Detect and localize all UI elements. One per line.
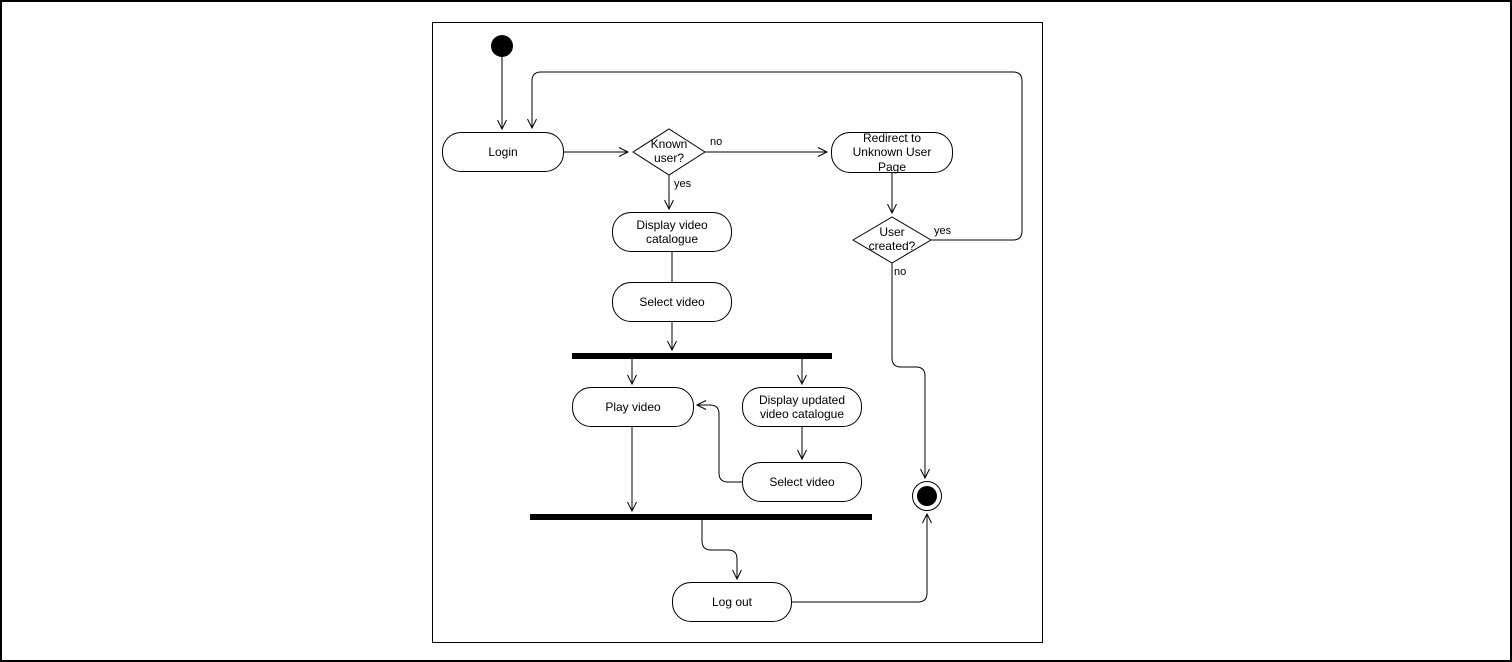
activity-display-video-catalogue: Display video catalogue	[612, 212, 732, 252]
activity-redirect-label: Redirect to Unknown User Page	[852, 131, 932, 174]
activity-display-catalogue-label: Display video catalogue	[636, 217, 708, 246]
initial-node	[491, 35, 513, 57]
decision-known-user	[632, 128, 706, 176]
activity-select-video-1-label: Select video	[639, 294, 705, 309]
activity-select-video-2-label: Select video	[769, 474, 835, 489]
activity-log-out-label: Log out	[711, 594, 753, 609]
activity-login-label: Login	[488, 144, 518, 159]
fork-bar	[572, 353, 832, 359]
decision-user-created	[852, 216, 932, 264]
join-bar	[530, 514, 872, 520]
activity-select-video-2: Select video	[742, 462, 862, 502]
edge-user-created-yes-to-login	[527, 71, 1023, 241]
activity-login: Login	[442, 132, 564, 172]
final-node	[917, 486, 937, 506]
activity-play-video-label: Play video	[605, 399, 661, 414]
guard-known-user-no: no	[710, 136, 723, 148]
edge-user-created-no-to-final	[891, 263, 930, 480]
decision-known-user-label: Known user?	[650, 137, 688, 165]
guard-user-created-no: no	[894, 266, 907, 278]
decision-user-created-label: User created?	[868, 225, 916, 253]
edge-logout-to-final	[792, 512, 932, 603]
guard-user-created-yes: yes	[934, 225, 952, 237]
activity-display-updated-label: Display updated video catalogue	[758, 392, 846, 421]
activity-log-out: Log out	[672, 582, 792, 622]
edge-select-video-2-to-play-video	[695, 400, 742, 483]
activity-select-video-1: Select video	[612, 282, 732, 322]
guard-known-user-yes: yes	[674, 178, 692, 190]
activity-play-video: Play video	[572, 387, 694, 427]
edge-join-to-logout	[701, 520, 742, 581]
activity-redirect-unknown-user-page: Redirect to Unknown User Page	[831, 131, 953, 174]
activity-display-updated-video-catalogue: Display updated video catalogue	[742, 387, 862, 427]
